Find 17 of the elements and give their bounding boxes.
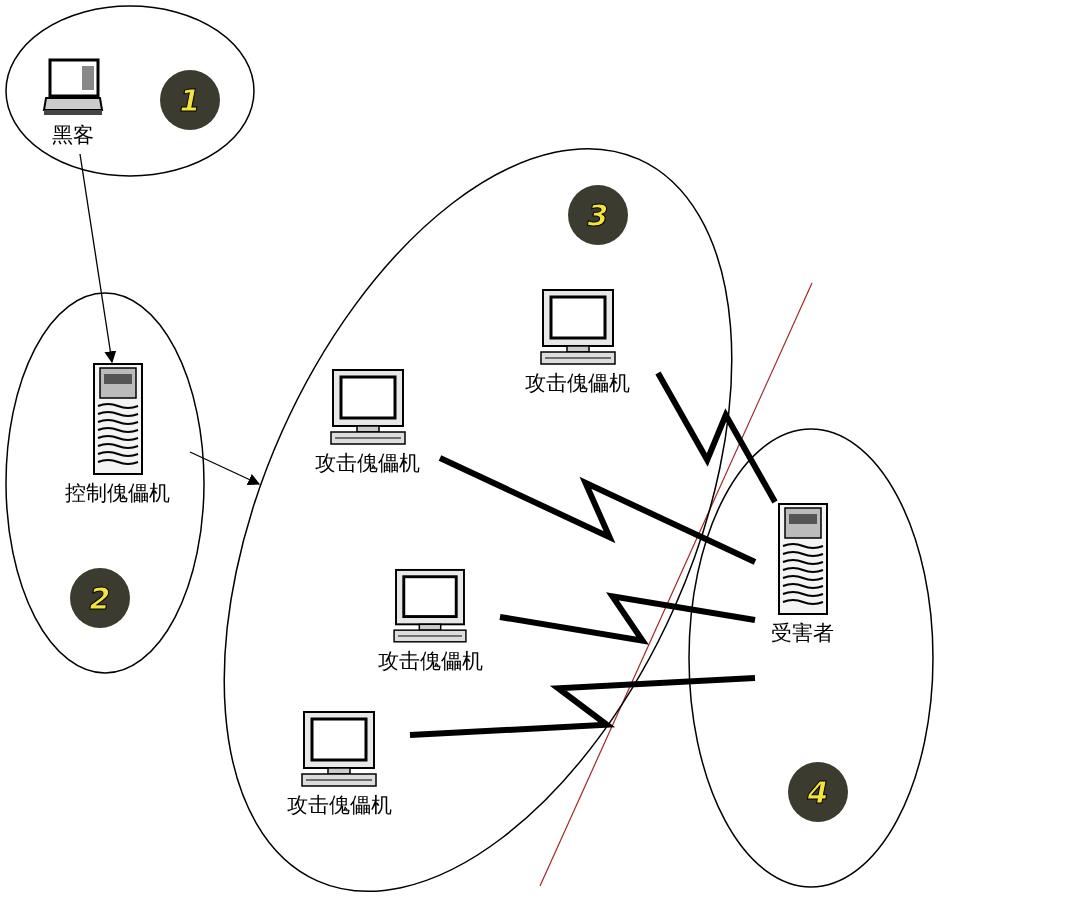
number-badge: 2	[70, 568, 130, 628]
number-badge: 1	[160, 70, 220, 130]
computer-label: 攻击傀儡机	[286, 792, 392, 819]
lightning-link	[438, 455, 757, 565]
number-badge: 4	[788, 762, 848, 822]
lightning-link	[655, 371, 778, 504]
arrow	[79, 153, 117, 364]
computer-label: 黑客	[51, 122, 94, 149]
number-badge: 3	[568, 185, 628, 245]
computer-label: 受害者	[771, 620, 834, 647]
arrow	[189, 451, 261, 485]
computer-label: 攻击傀儡机	[315, 450, 420, 477]
lightning-link	[409, 675, 756, 738]
computer-label: 攻击傀儡机	[525, 370, 630, 397]
computer-label: 攻击傀儡机	[377, 647, 483, 674]
computer-label: 控制傀儡机	[65, 480, 170, 507]
lightning-link	[499, 592, 756, 645]
